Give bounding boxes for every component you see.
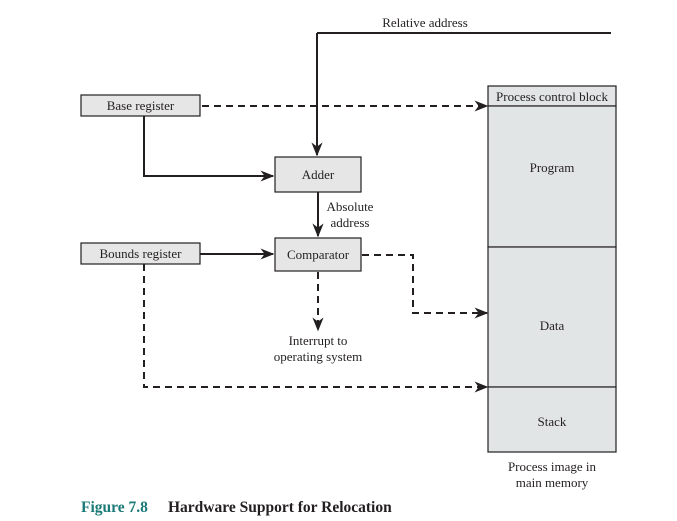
adder-label: Adder (302, 167, 335, 182)
program-region (487, 105, 617, 248)
base-register-label: Base register (107, 98, 175, 113)
process-image-caption-line2: main memory (516, 475, 589, 490)
bounds-register-label: Bounds register (100, 246, 183, 261)
comparator-to-data-dashed-arrow (362, 254, 489, 319)
interrupt-label-line2: operating system (274, 349, 362, 364)
stack-region (487, 386, 617, 453)
process-image-caption-line1: Process image in (508, 459, 597, 474)
process-control-block-label: Process control block (496, 89, 608, 104)
comparator-label: Comparator (287, 247, 350, 262)
base-register-box: Base register (80, 94, 201, 117)
relative-address-connector (311, 32, 611, 157)
stack-label: Stack (538, 414, 567, 429)
relative-address-label: Relative address (382, 15, 468, 30)
base-to-adder-arrow (143, 116, 275, 182)
figure-number: Figure 7.8 (81, 499, 148, 516)
bounds-to-stack-dashed-arrow (143, 264, 489, 393)
bounds-register-box: Bounds register (80, 242, 201, 265)
program-label: Program (530, 160, 575, 175)
data-label: Data (540, 318, 565, 333)
interrupt-label-line1: Interrupt to (289, 333, 348, 348)
adder-box: Adder (274, 156, 362, 193)
absolute-address-label-line1: Absolute (327, 199, 374, 214)
comparator-box: Comparator (274, 237, 362, 272)
absolute-address-label-line2: address (331, 215, 370, 230)
process-image: Process control block Program Data Stack (487, 85, 617, 453)
figure-title: Hardware Support for Relocation (168, 499, 392, 516)
data-region (487, 246, 617, 388)
